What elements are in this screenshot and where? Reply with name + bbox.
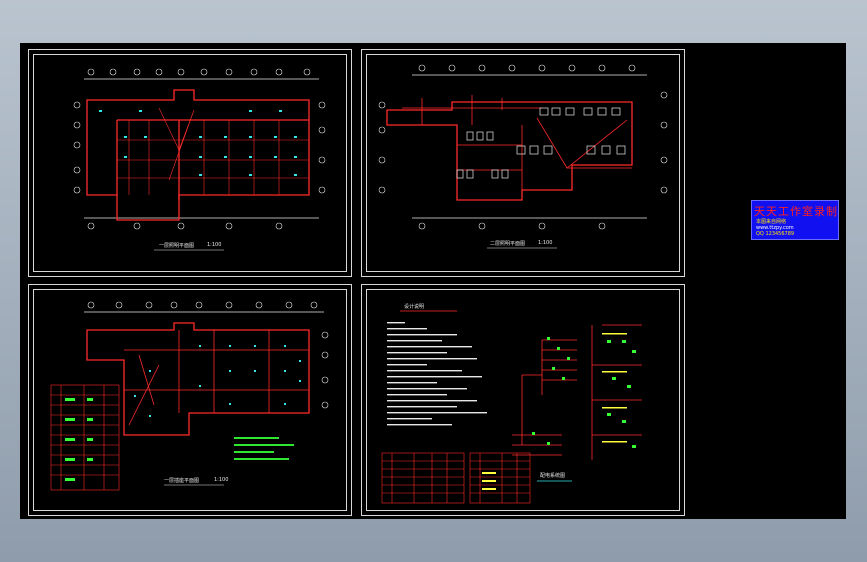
stamp-title: 天天工作室录制 <box>754 205 838 218</box>
drawing-sheet-socket[interactable]: 一层插座平面图 1:100 <box>28 284 352 516</box>
sheet-border <box>33 54 347 272</box>
sheet-scale: 1:100 <box>214 477 229 483</box>
drawing-sheet-design-notes[interactable]: 设计说明 配电系统图 <box>361 284 685 516</box>
cad-model-canvas[interactable]: 一层照明平面图 1:100 <box>20 43 846 519</box>
sheet-scale: 1:100 <box>538 240 553 246</box>
system-diagram-drawing <box>381 310 642 504</box>
sheet-title: 一层插座平面图 <box>164 478 200 484</box>
sheet-title: 一层照明平面图 <box>159 243 195 249</box>
notes-title: 设计说明 <box>404 304 425 310</box>
sheet-border <box>33 289 347 511</box>
system-diagram-title: 配电系统图 <box>540 473 566 479</box>
drawing-sheet-lighting-2[interactable]: 二层照明平面图 1:100 <box>361 49 685 277</box>
drawing-sheet-lighting-1[interactable]: 一层照明平面图 1:100 <box>28 49 352 277</box>
sheet-border <box>366 289 680 511</box>
sheet-scale: 1:100 <box>207 242 222 248</box>
floor-plan-drawing <box>50 301 329 491</box>
stamp-line-4: QQ 123456789 <box>756 231 795 237</box>
floor-plan-drawing <box>73 68 326 251</box>
watermark-stamp: 天天工作室录制 本图来自网络 www.ttzpy.com QQ 12345678… <box>751 200 839 240</box>
sheet-title: 二层照明平面图 <box>490 241 526 247</box>
stamp-line-2: 本图来自网络 <box>756 219 787 225</box>
floor-plan-drawing <box>378 64 668 249</box>
sheet-border <box>366 54 680 272</box>
stamp-line-3: www.ttzpy.com <box>756 225 794 231</box>
